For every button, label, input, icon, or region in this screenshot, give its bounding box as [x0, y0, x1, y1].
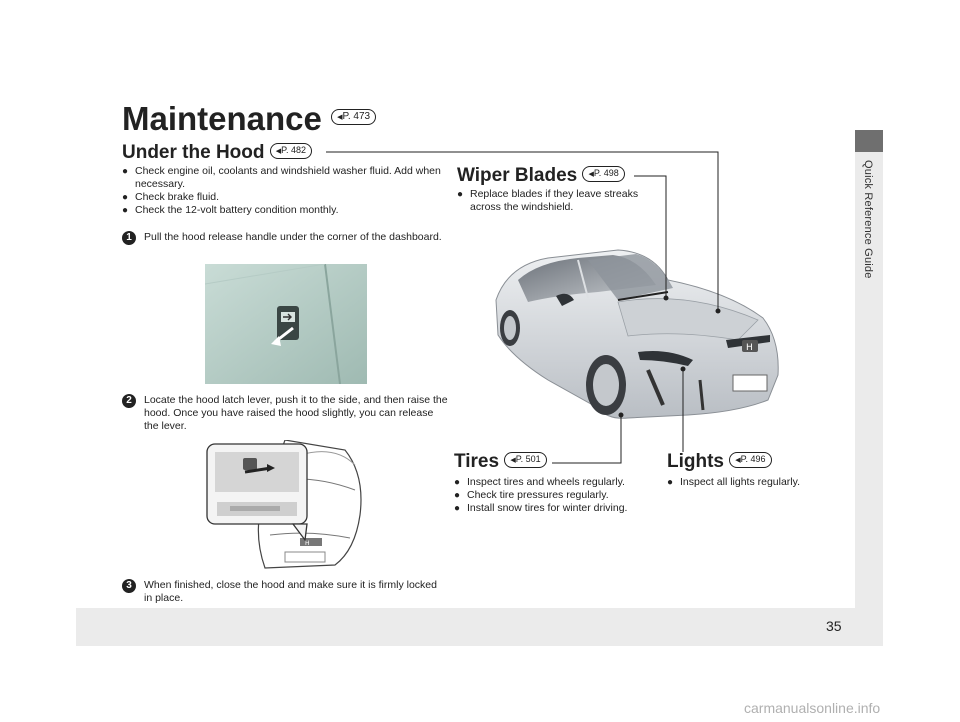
hood-release-figure — [204, 263, 367, 385]
step-3: 3 When finished, close the hood and make… — [122, 579, 444, 605]
arrow-icon: ◀ — [735, 456, 741, 464]
step-text: When finished, close the hood and make s… — [144, 579, 437, 604]
lights-bullets: Inspect all lights regularly. — [667, 476, 837, 489]
page-ref-link[interactable]: ◀P. 473 — [331, 109, 377, 126]
lights-title: Lights — [667, 451, 724, 472]
svg-text:H: H — [305, 540, 310, 547]
list-item: Inspect tires and wheels regularly. — [454, 476, 664, 489]
wiper-ref-link[interactable]: ◀P. 498 — [582, 165, 625, 182]
watermark[interactable]: carmanualsonline.info — [744, 700, 881, 716]
step-number-badge: 1 — [122, 231, 136, 245]
step-1: 1 Pull the hood release handle under the… — [122, 231, 444, 245]
page-title-text: Maintenance — [122, 100, 322, 137]
under-hood-ref-link[interactable]: ◀P. 482 — [269, 142, 313, 159]
page-ref-text: P. 473 — [342, 111, 371, 123]
page-title: Maintenance ◀P. 473 — [122, 100, 377, 138]
list-item: Check brake fluid. — [122, 191, 442, 204]
tires-callout-line — [552, 415, 622, 464]
lights-callout-dot — [680, 366, 686, 372]
side-strip — [855, 130, 883, 608]
lights-heading: Lights ◀P. 496 — [667, 451, 772, 473]
hood-latch-figure: H — [205, 439, 365, 570]
arrow-icon: ◀ — [588, 170, 594, 178]
under-hood-heading: Under the Hood ◀P. 482 — [122, 142, 313, 164]
tires-ref-link[interactable]: ◀P. 501 — [504, 451, 547, 468]
step-number-badge: 3 — [122, 579, 136, 593]
under-hood-callout-dot — [715, 308, 721, 314]
wiper-callout-dot — [663, 295, 669, 301]
hood-latch-illustration: H — [206, 439, 362, 569]
under-hood-ref-text: P. 482 — [281, 144, 307, 155]
wiper-bullets: Replace blades if they leave streaks acr… — [457, 188, 667, 214]
wiper-title: Wiper Blades — [457, 165, 578, 186]
tires-callout-dot — [618, 412, 624, 418]
list-item: Inspect all lights regularly. — [667, 476, 837, 489]
step-number-badge: 2 — [122, 394, 136, 408]
list-item: Check engine oil, coolants and windshiel… — [122, 165, 442, 191]
arrow-icon: ◀ — [337, 114, 343, 122]
tires-title: Tires — [454, 451, 500, 472]
wiper-heading: Wiper Blades ◀P. 498 — [457, 165, 625, 187]
section-tab[interactable] — [855, 130, 883, 152]
list-item: Install snow tires for winter driving. — [454, 502, 664, 515]
tires-heading: Tires ◀P. 501 — [454, 451, 547, 473]
car-illustration: H — [495, 249, 779, 419]
arrow-icon: ◀ — [275, 147, 282, 155]
side-label: Quick Reference Guide — [862, 160, 874, 279]
lights-ref-link[interactable]: ◀P. 496 — [729, 451, 772, 468]
svg-text:H: H — [746, 343, 753, 353]
arrow-icon: ◀ — [510, 456, 516, 464]
lights-ref-text: P. 496 — [740, 453, 766, 464]
footer-band — [76, 608, 883, 646]
under-hood-callout-line — [326, 151, 719, 311]
under-hood-title: Under the Hood — [122, 142, 265, 163]
hood-release-illustration — [204, 263, 367, 385]
tires-ref-text: P. 501 — [515, 453, 541, 464]
under-hood-bullets: Check engine oil, coolants and windshiel… — [122, 165, 442, 217]
car-figure: H — [488, 240, 788, 450]
step-text: Pull the hood release handle under the c… — [144, 231, 442, 243]
wiper-ref-text: P. 498 — [593, 167, 619, 178]
step-text: Locate the hood latch lever, push it to … — [144, 394, 448, 432]
wiper-callout-line — [634, 175, 667, 298]
list-item: Check the 12-volt battery condition mont… — [122, 204, 442, 217]
step-2: 2 Locate the hood latch lever, push it t… — [122, 394, 448, 433]
page-number: 35 — [826, 618, 842, 634]
list-item: Check tire pressures regularly. — [454, 489, 664, 502]
tires-bullets: Inspect tires and wheels regularly. Chec… — [454, 476, 664, 515]
list-item: Replace blades if they leave streaks acr… — [457, 188, 667, 214]
